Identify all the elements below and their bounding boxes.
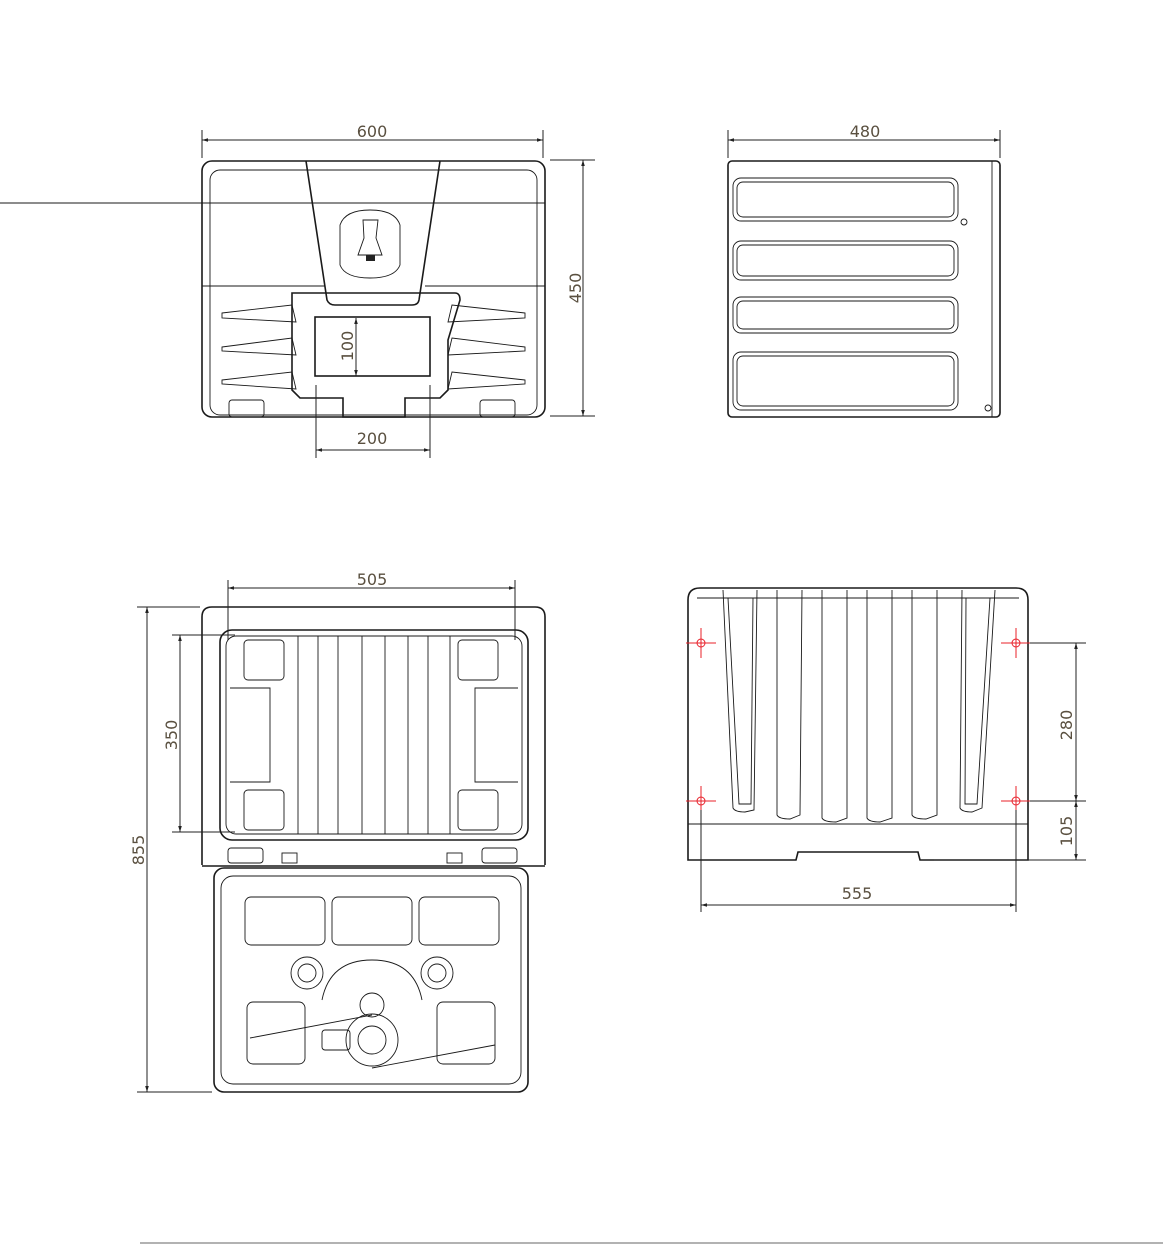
open-view: 505 855 350 [129,570,546,1093]
dimension-opening-width-200: 200 [357,429,388,448]
dimension-hole-offset-105: 105 [1057,816,1076,847]
dimension-hole-spacing-555: 555 [842,884,873,903]
dimension-depth-480: 480 [850,122,881,141]
lid-latch-panel [305,160,441,306]
front-view: 600 450 100 200 [0,122,595,458]
dimension-total-height-855: 855 [129,835,148,866]
dimension-opening-height-100: 100 [338,331,357,362]
dimension-height-450: 450 [566,273,585,304]
back-view: 280 105 555 [686,587,1086,912]
lock-icon [339,209,401,279]
dimension-hole-spacing-280: 280 [1057,710,1076,741]
dimension-width-600: 600 [357,122,388,141]
side-view: 480 [727,122,1001,418]
mounting-hole-markers [686,628,1031,816]
dimension-inner-width-505: 505 [357,570,388,589]
dimension-inner-height-350: 350 [162,720,181,751]
